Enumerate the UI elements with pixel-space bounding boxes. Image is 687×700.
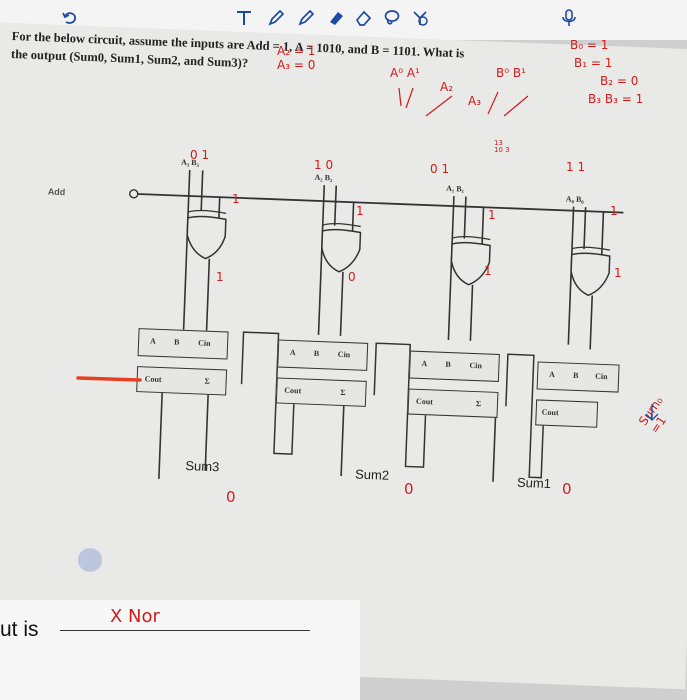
note-xnor2: 0 [348, 270, 356, 284]
circuit-diagram [129, 169, 624, 482]
stage-0-wiring [505, 206, 611, 479]
note-b-labels: B⁰ B¹ [496, 66, 526, 80]
note-stage2-add-bit: 1 [356, 204, 364, 218]
note-a2-arrow: A₂ [440, 80, 454, 94]
note-sum1-val: 0 [562, 480, 572, 498]
note-b0: B₀ = 1 [570, 38, 609, 52]
answer-line[interactable] [60, 630, 310, 631]
note-a3: A₃ = 0 [277, 58, 316, 72]
note-stage0-add-bit: 1 [610, 204, 618, 218]
note-sum3-val: 0 [226, 488, 236, 506]
pen-icon[interactable] [262, 4, 290, 32]
xnor-gate-2 [321, 228, 362, 273]
add-wire [129, 189, 624, 214]
answer-handwriting: X Nor [110, 606, 160, 627]
note-xnor0: 1 [614, 266, 622, 280]
microphone-icon[interactable] [555, 4, 583, 32]
note-b1: B₁ = 1 [574, 56, 613, 70]
sum0-arrow [645, 404, 659, 421]
paper-sheet: For the below circuit, assume the inputs… [0, 22, 687, 690]
note-a3-arrow: A₃ [468, 94, 482, 108]
note-a-labels: A⁰ A¹ [390, 66, 420, 80]
note-xnor1: 1 [484, 264, 492, 278]
note-stage3-bits: 0 1 [190, 148, 210, 162]
note-a2: A₂ = 1 [277, 44, 316, 58]
xnor-gate-0 [570, 252, 611, 297]
blue-dot [78, 548, 102, 572]
stage-1-wiring [373, 196, 497, 482]
answer-prefix: ut is [0, 618, 39, 641]
note-b2: B₂ = 0 [600, 74, 639, 88]
red-marker-stroke [76, 376, 142, 382]
eraser-icon[interactable] [350, 4, 378, 32]
note-stage3-add-bit: 1 [232, 192, 240, 206]
stage-3-wiring [158, 169, 227, 480]
text-tool-icon[interactable] [230, 4, 258, 32]
note-sum2-val: 0 [404, 480, 414, 498]
shapes-icon[interactable] [406, 4, 434, 32]
lasso-icon[interactable] [378, 4, 406, 32]
undo-icon[interactable] [56, 4, 84, 32]
note-stage0-bits: 1 1 [566, 160, 586, 174]
note-xnor3: 1 [216, 270, 224, 284]
answer-sheet [0, 600, 360, 700]
marker-icon[interactable] [292, 4, 320, 32]
xnor-gate-3 [186, 215, 227, 260]
xnor-gate-1 [450, 241, 491, 286]
note-stage1-bits: 0 1 [430, 162, 450, 176]
highlighter-icon[interactable] [322, 4, 350, 32]
note-stage1-add-bit: 1 [488, 208, 496, 222]
note-b3: B₃ B₃ = 1 [588, 92, 644, 106]
note-calc: 13 10 3 [494, 139, 510, 154]
note-stage2-bits: 1 0 [314, 158, 334, 172]
